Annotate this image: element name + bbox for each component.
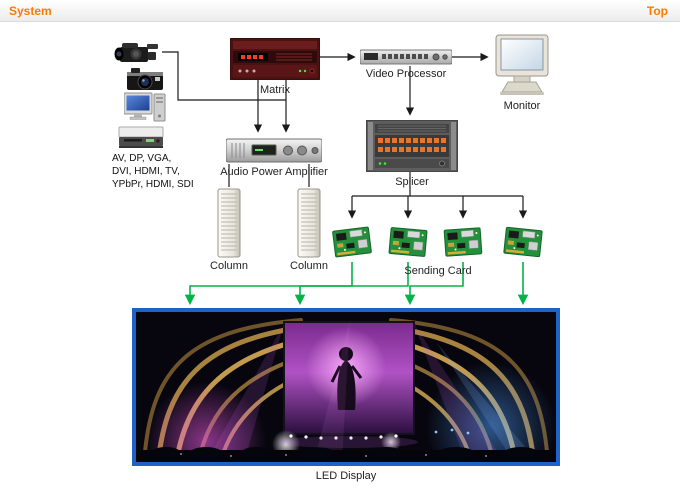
led-display-label: LED Display: [315, 470, 377, 482]
sending-card-icon: [441, 221, 486, 264]
photo-camera-icon: [126, 66, 164, 92]
video-processor-device-icon: [359, 48, 453, 66]
desktop-pc-icon: [123, 92, 166, 124]
splicer-device-icon: [365, 119, 459, 173]
dvd-player-icon: [118, 124, 164, 150]
splicer-label: Splicer: [395, 176, 429, 188]
sending-card-icon: [500, 220, 546, 264]
formats-line-3: YPbPr, HDMI, SDI: [112, 179, 194, 190]
input-formats-text: AV, DP, VGA, DVI, HDMI, TV, YPbPr, HDMI,…: [112, 152, 194, 191]
matrix-device-icon: [229, 37, 321, 81]
video-camera-icon: [114, 38, 162, 68]
formats-line-1: AV, DP, VGA,: [112, 153, 172, 164]
back-to-top-link[interactable]: Top: [646, 4, 668, 18]
page-title: System: [9, 4, 52, 18]
formats-line-2: DVI, HDMI, TV,: [112, 166, 180, 177]
column-speaker-right-icon: [297, 188, 321, 258]
sending-card-icon: [385, 220, 430, 264]
amplifier-label: Audio Power Amplifier: [220, 166, 328, 178]
amplifier-device-icon: [225, 138, 323, 164]
sending-card-icon: [329, 220, 376, 265]
column-speaker-left-icon: [217, 188, 241, 258]
monitor-icon: [494, 34, 550, 98]
column-left-label: Column: [210, 260, 248, 272]
led-display-photo: [132, 308, 560, 499]
column-right-label: Column: [290, 260, 328, 272]
header-bar: System Top: [0, 0, 680, 22]
monitor-label: Monitor: [503, 100, 541, 112]
sending-card-label: Sending Card: [404, 265, 472, 277]
video-processor-label: Video Processor: [365, 68, 447, 80]
matrix-label: Matrix: [260, 84, 290, 96]
